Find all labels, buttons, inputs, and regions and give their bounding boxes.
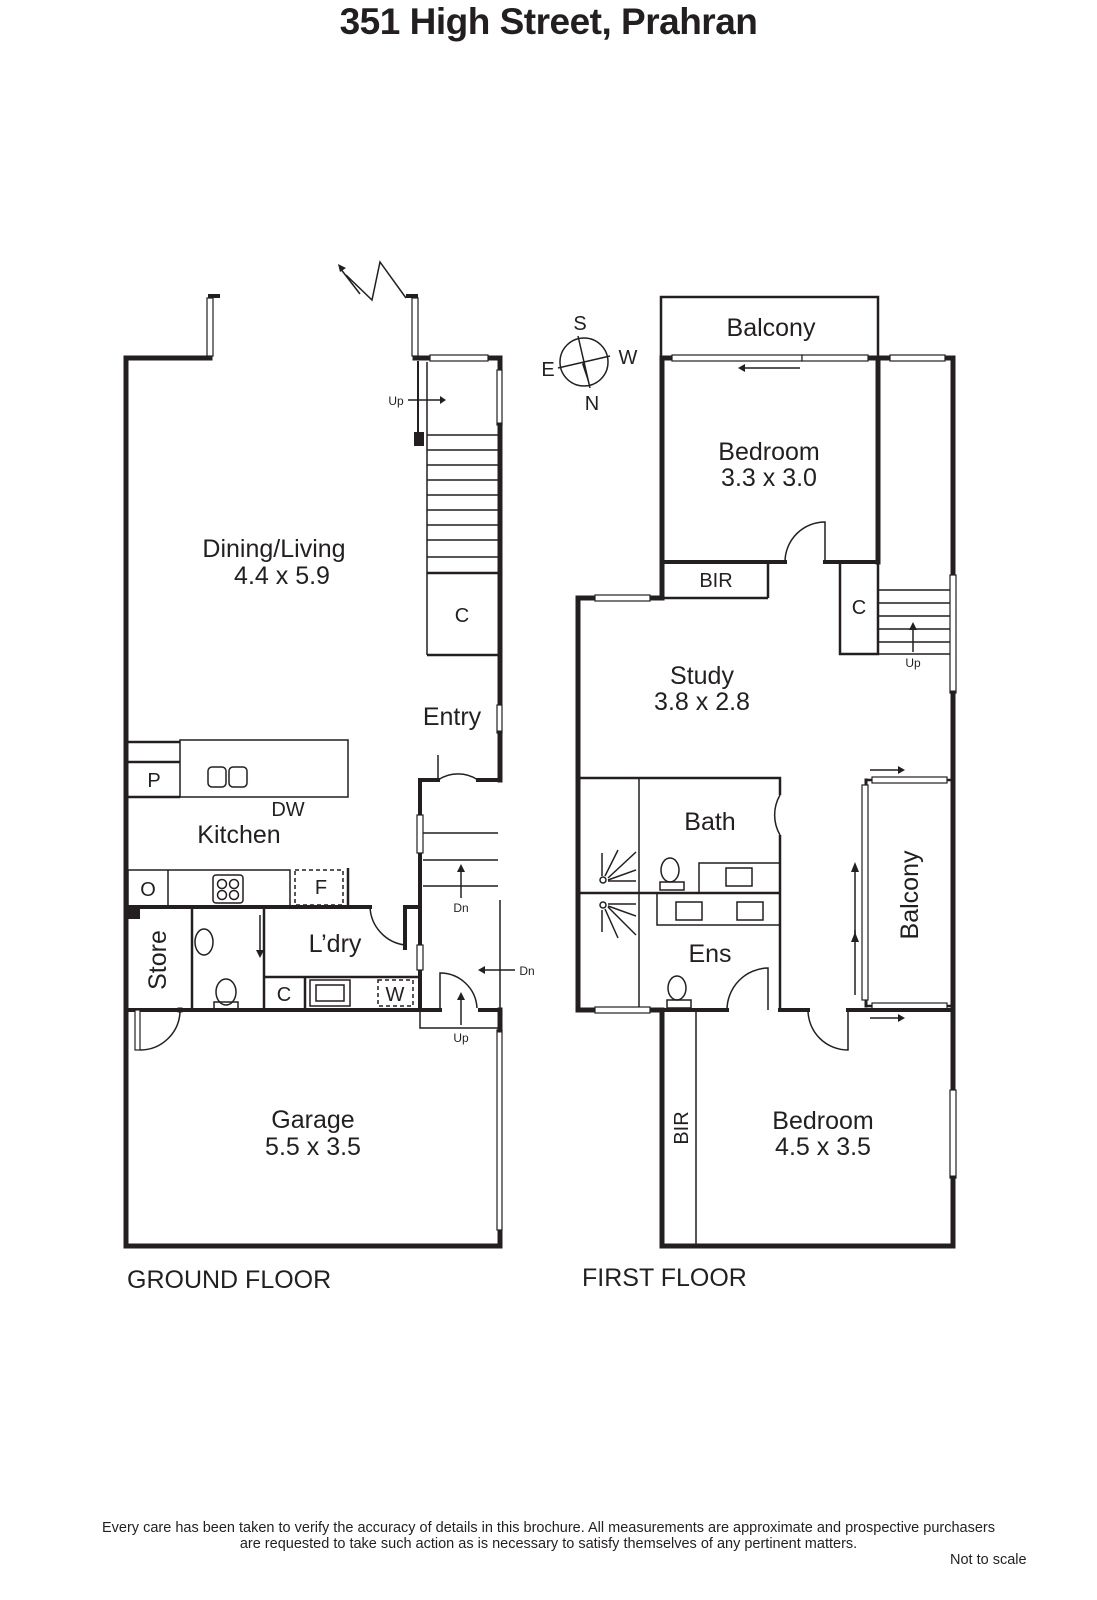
room-size-study: 3.8 x 2.8	[654, 688, 750, 716]
room-size-garage: 5.5 x 3.5	[265, 1133, 361, 1161]
ground-floor-plan: Up C Dining/Living 4.4 x 5.9 Entry P DW …	[123, 260, 535, 1294]
room-size-bedroom-1: 3.3 x 3.0	[721, 464, 817, 492]
disclaimer-line-2: are requested to take such action as is …	[239, 1536, 858, 1552]
room-name-balcony-top: Balcony	[727, 314, 816, 342]
laundry-cupboard-label: C	[277, 984, 291, 1006]
sink-icon	[207, 766, 248, 788]
stairs-up-label: Up	[388, 394, 404, 408]
room-name-entry: Entry	[423, 703, 482, 731]
room-name-balcony-side: Balcony	[896, 850, 924, 939]
staircase-first	[878, 589, 950, 655]
toilet-icon	[659, 857, 692, 1009]
dishwasher-label: DW	[271, 799, 304, 821]
room-name-laundry: L’dry	[309, 930, 362, 958]
vanity-icon	[656, 862, 781, 926]
stairs-up-bottom-label: Up	[453, 1031, 469, 1045]
compass-east: E	[541, 359, 554, 381]
room-name-study: Study	[670, 662, 734, 690]
stairs-down-label: Dn	[453, 901, 468, 915]
oven-label: O	[140, 879, 156, 901]
room-size-dining-living: 4.4 x 5.9	[234, 562, 330, 590]
not-to-scale-note: Not to scale	[950, 1552, 1027, 1568]
room-name-store: Store	[144, 930, 172, 990]
room-name-bir-1: BIR	[699, 570, 732, 592]
room-name-kitchen: Kitchen	[197, 821, 280, 849]
room-name-dining-living: Dining/Living	[202, 535, 345, 563]
room-name-bedroom-1: Bedroom	[718, 438, 819, 466]
room-size-bedroom-2: 4.5 x 3.5	[775, 1133, 871, 1161]
cupboard-label: C	[455, 605, 469, 627]
stairs-down-side-label: Dn	[519, 964, 534, 978]
first-floor-label: FIRST FLOOR	[582, 1264, 747, 1292]
page-title: 351 High Street, Prahran	[339, 1, 758, 42]
room-name-bath: Bath	[684, 808, 735, 836]
ground-floor-label: GROUND FLOOR	[127, 1266, 331, 1294]
disclaimer: Every care has been taken to verify the …	[0, 1520, 1097, 1552]
cooktop-icon	[212, 874, 244, 904]
disclaimer-line-1: Every care has been taken to verify the …	[101, 1520, 995, 1536]
room-name-ensuite: Ens	[688, 940, 731, 968]
toilet-icon	[194, 928, 239, 1010]
room-name-bir-2: BIR	[671, 1111, 693, 1144]
first-floor-plan: Balcony Bedroom 3.3 x 3.0 BIR C Up	[575, 295, 957, 1292]
bifold-door-icon	[345, 260, 407, 302]
compass-south: S	[573, 313, 586, 335]
compass-north: N	[585, 393, 599, 415]
shower-icon	[599, 849, 637, 939]
washer-label: W	[386, 984, 405, 1006]
compass-west: W	[619, 347, 638, 369]
room-name-garage: Garage	[271, 1106, 354, 1134]
first-floor-cupboard-label: C	[852, 597, 866, 619]
first-stairs-up-label: Up	[905, 656, 921, 670]
compass-icon: S W E N	[541, 313, 637, 415]
staircase-ground	[427, 434, 498, 558]
fridge-label: F	[315, 877, 327, 899]
room-name-bedroom-2: Bedroom	[772, 1107, 873, 1135]
pantry-label: P	[147, 770, 160, 792]
